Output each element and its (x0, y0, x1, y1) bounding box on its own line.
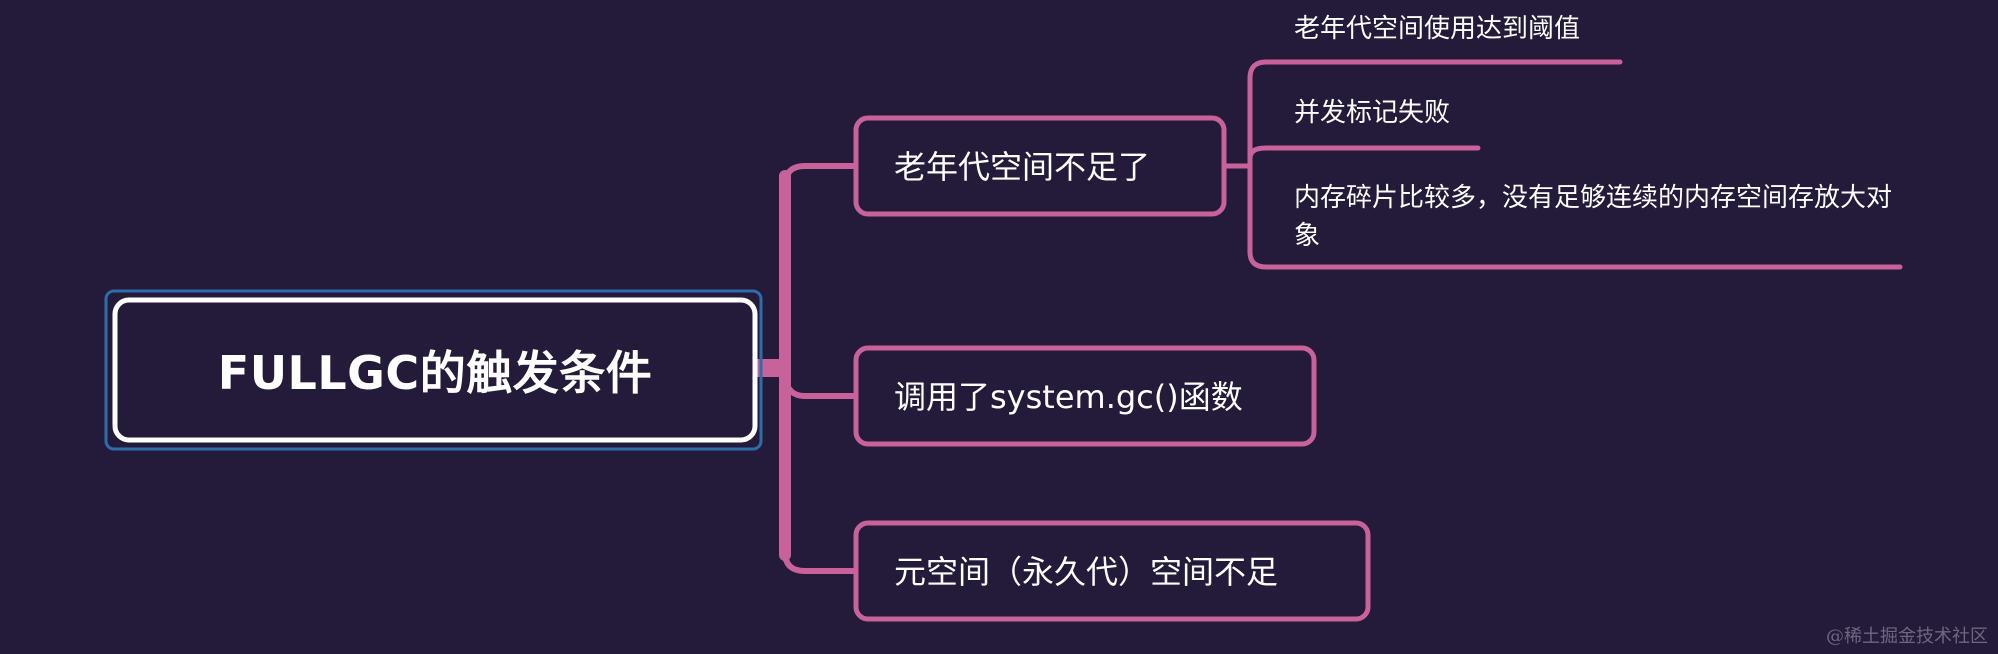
branch-label-metaspace-insufficient: 元空间（永久代）空间不足 (894, 553, 1279, 591)
root-node-label: FULLGC的触发条件 (217, 346, 653, 400)
root-node[interactable] (112, 297, 758, 443)
root-connectors (747, 163, 859, 574)
branch-node-system-gc[interactable] (853, 345, 1317, 447)
root-node-outer-frame (104, 289, 763, 451)
connector-to-branch-3 (782, 549, 859, 574)
leaf-connectors (1221, 59, 1903, 270)
leaf-1-underline (1247, 59, 1623, 169)
leaf-3-underline (1247, 163, 1903, 270)
connector-to-branch-1 (782, 163, 859, 189)
branch-label-system-gc: 调用了system.gc()函数 (894, 378, 1243, 416)
branch-label-old-gen-insufficient: 老年代空间不足了 (894, 148, 1151, 186)
branch-node-old-gen-insufficient[interactable] (853, 115, 1227, 217)
leaf-node-concurrent-mark-failure[interactable]: 并发标记失败 (1294, 98, 1451, 128)
watermark-text: @稀土掘金技术社区 (1826, 626, 1988, 647)
leaf-node-fragmentation[interactable]: 内存碎片比较多，没有足够连续的内存空间存放大对象 (1294, 183, 1893, 251)
connector-to-branch-2 (782, 369, 859, 399)
leaf-2-underline (1247, 145, 1481, 165)
branch-node-metaspace-insufficient[interactable] (853, 520, 1371, 622)
leaf-node-threshold-reached[interactable]: 老年代空间使用达到阈值 (1294, 14, 1581, 44)
